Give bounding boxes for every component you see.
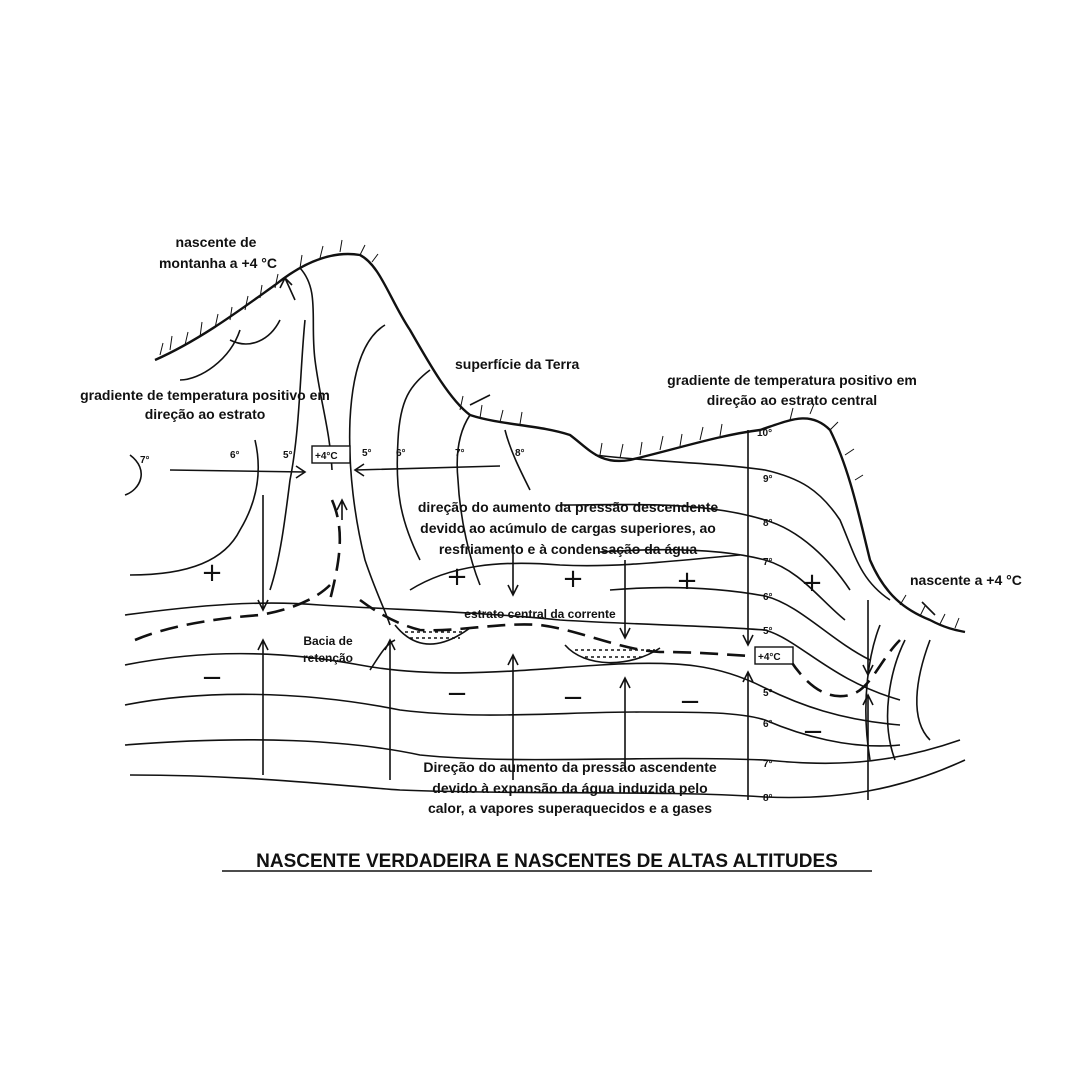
channel-line (179, 329, 241, 381)
channel-line (409, 554, 741, 591)
temp-label: +4°C (315, 451, 338, 462)
channel-line (348, 324, 391, 626)
temp-label: 5° (283, 450, 293, 461)
channel-line (504, 429, 531, 491)
temp-label: 5° (763, 626, 773, 637)
temp-label: 6° (763, 592, 773, 603)
plus-sign: + (201, 558, 223, 588)
minus-sign: − (562, 683, 584, 713)
temp-label: 9° (763, 474, 773, 485)
retention-basin-label: Bacia de (303, 634, 353, 648)
arrows (169, 276, 936, 800)
gradient-right-label: direção ao estrato central (707, 392, 877, 408)
temp-label: 8° (515, 448, 525, 459)
plus-sign: + (676, 566, 698, 596)
temp-label: 6° (230, 450, 240, 461)
pressure-down-label: resfriamento e à condensação da água (439, 541, 698, 557)
minus-sign: − (446, 679, 468, 709)
channel-line (456, 414, 481, 586)
channel-line (129, 439, 260, 576)
pressure-up-label: devido à expansão da água induzida pelo (432, 780, 707, 796)
central-stratum-label: estrato central da corrente (464, 607, 616, 621)
contour-line (124, 693, 901, 747)
temp-label: 7° (763, 759, 773, 770)
earth-surface-label: superfície da Terra (455, 356, 579, 372)
pressure-up-label: Direção do aumento da pressão ascendente (423, 759, 717, 775)
channel-line (299, 267, 333, 471)
channel-line (229, 319, 281, 345)
temp-label: 5° (362, 448, 372, 459)
contour-line (559, 503, 851, 591)
water-fill (405, 631, 655, 658)
gradient-left-label: direção ao estrato (145, 406, 266, 422)
minus-sign: − (802, 717, 824, 747)
temp-label: 7° (140, 455, 150, 466)
contour-line (124, 739, 961, 765)
right-spring-label: nascente a +4 °C (910, 572, 1022, 588)
minus-sign: − (201, 663, 223, 693)
temp-label: 10° (757, 428, 772, 439)
minus-sign: − (679, 687, 701, 717)
grass-texture (159, 239, 960, 629)
contour-line (129, 759, 966, 799)
gradient-right-label: gradiente de temperatura positivo em (667, 372, 917, 388)
temp-label: 8° (763, 793, 773, 804)
temp-label: +4°C (758, 652, 781, 663)
vertical-flow (328, 499, 342, 601)
channel-line (396, 369, 431, 561)
temp-label: 7° (455, 448, 465, 459)
temp-box (311, 445, 351, 464)
contour-line (609, 586, 871, 661)
temp-box (754, 646, 794, 665)
plus-sign: + (446, 562, 468, 592)
plus-sign: + (562, 564, 584, 594)
temp-label: 6° (396, 448, 406, 459)
pressure-down-label: direção do aumento da pressão descendent… (418, 499, 719, 515)
contour-line (916, 639, 931, 741)
mountain-spring-label: nascente de (176, 234, 257, 250)
temp-label: 6° (763, 719, 773, 730)
pressure-down-label: devido ao acúmulo de cargas superiores, … (420, 520, 716, 536)
temp-label: 5° (763, 688, 773, 699)
retention-basin (394, 624, 471, 645)
channel-line (124, 454, 142, 496)
contour-line (124, 602, 901, 701)
earth-surface-line (154, 252, 966, 634)
temp-label: 7° (763, 557, 773, 568)
retention-basin-label: retenção (303, 651, 353, 665)
contour-line (886, 639, 906, 761)
pressure-up-label: calor, a vapores superaquecidos e a gase… (428, 800, 712, 816)
mountain-spring-label: montanha a +4 °C (159, 255, 277, 271)
channel-line (269, 319, 306, 591)
contour-line (124, 652, 901, 726)
temp-label: 8° (763, 518, 773, 529)
contour-line (594, 454, 891, 601)
gradient-left-label: gradiente de temperatura positivo em (80, 387, 330, 403)
central-stratum-flow (134, 584, 901, 698)
retention-basin (564, 644, 661, 664)
contour-line (599, 548, 846, 621)
plus-sign: + (801, 568, 823, 598)
diagram-title: NASCENTE VERDADEIRA E NASCENTES DE ALTAS… (256, 851, 838, 872)
